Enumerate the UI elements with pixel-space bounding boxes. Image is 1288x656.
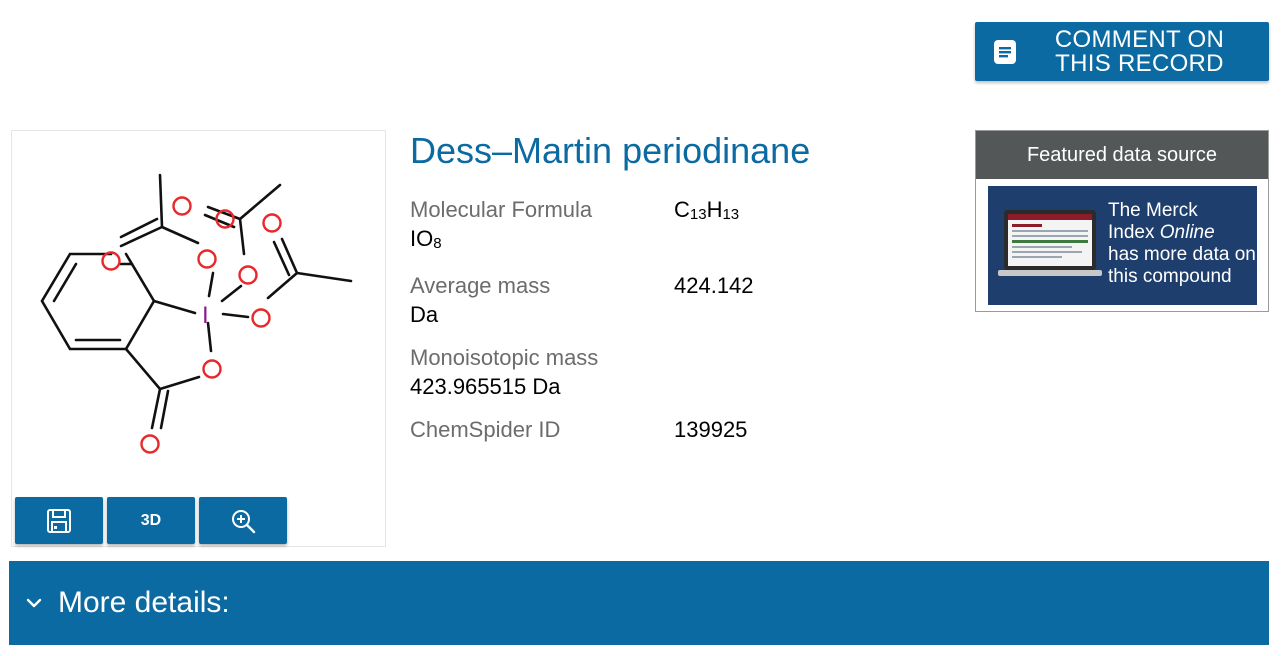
zoom-structure-button[interactable]: [199, 497, 287, 544]
molecular-formula-label: Molecular Formula: [410, 197, 593, 222]
zoom-icon: [232, 509, 256, 533]
merck-index-text: The Merck Index Online has more data on …: [1108, 200, 1256, 287]
structure-toolbar: 3D: [15, 497, 287, 544]
monoisotopic-mass-label: Monoisotopic mass: [410, 345, 599, 370]
molecule-structure-image: I: [40, 173, 353, 454]
merck-index-banner-link[interactable]: The Merck Index Online has more data on …: [988, 186, 1257, 305]
compound-name: Dess–Martin periodinane: [410, 130, 811, 171]
molecular-formula-value: C13H13: [674, 197, 740, 223]
structure-panel: I 3D: [11, 130, 386, 547]
average-mass-value: 424.142: [674, 273, 754, 298]
view-3d-button[interactable]: 3D: [107, 497, 195, 544]
more-details-label: More details:: [58, 586, 230, 619]
average-mass-label: Average mass: [410, 273, 551, 298]
featured-data-source-panel: Featured data source The Merck Index Onl…: [975, 130, 1269, 312]
chemspider-id-label: ChemSpider ID: [410, 417, 561, 442]
chevron-down-icon: [26, 598, 42, 608]
save-icon: [47, 508, 71, 533]
iodine-atom-label: I: [202, 302, 209, 329]
save-structure-button[interactable]: [15, 497, 103, 544]
chemspider-id-value: 139925: [674, 417, 748, 442]
laptop-screenshot-icon: [998, 210, 1102, 276]
more-details-toggle[interactable]: More details:: [9, 561, 1269, 645]
molecular-formula-value-cont: IO8: [410, 226, 442, 252]
comment-icon: [994, 39, 1016, 64]
average-mass-unit: Da: [410, 302, 439, 327]
featured-data-source-heading: Featured data source: [976, 131, 1268, 179]
monoisotopic-mass-value: 423.965515 Da: [410, 374, 561, 399]
